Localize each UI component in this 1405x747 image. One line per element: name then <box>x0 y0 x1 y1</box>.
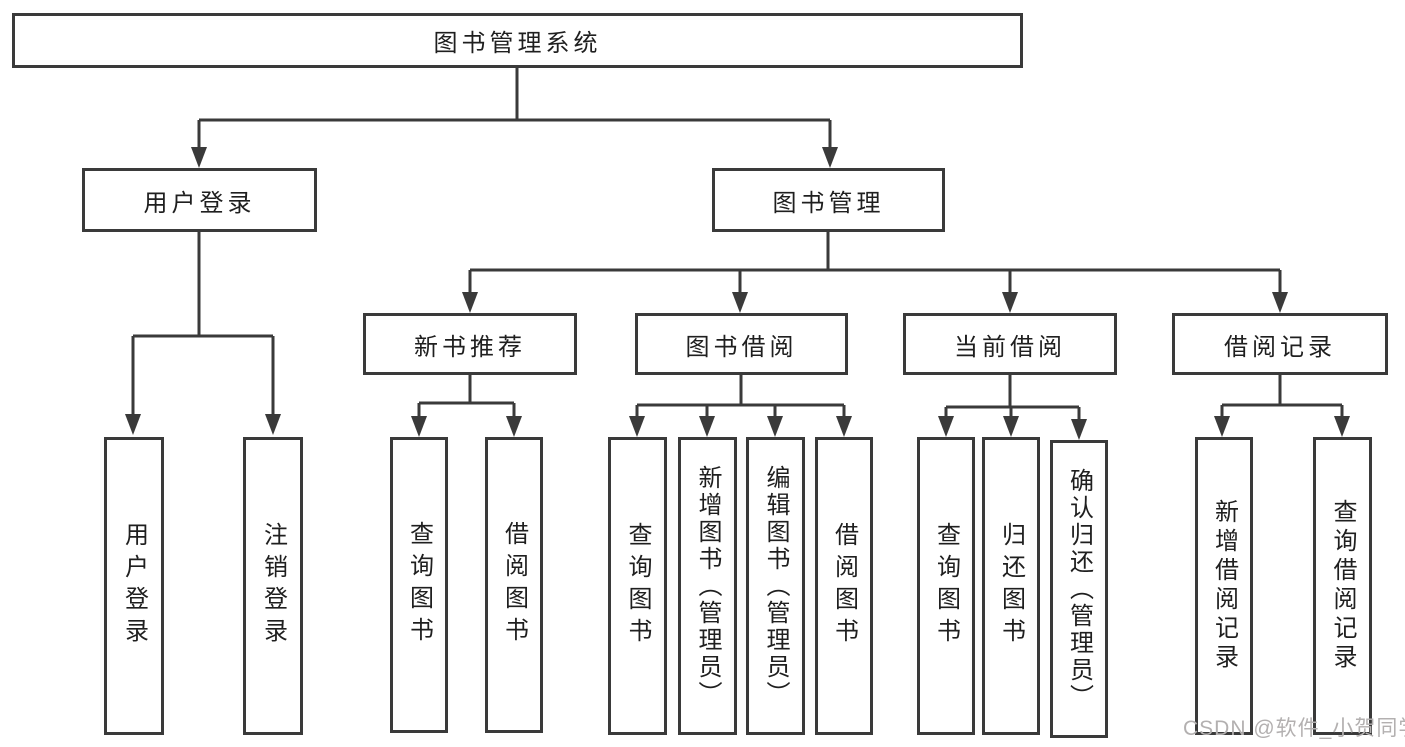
leaf-borrow-books-borrow: 借阅图书 <box>815 437 873 735</box>
leaf-add-book-admin: 新增图书（管理员） <box>678 437 737 735</box>
leaf-return-book-label: 归还图书 <box>997 522 1025 650</box>
leaf-query-borrow-record-label: 查询借阅记录 <box>1329 499 1356 673</box>
leaf-add-borrow-record-label: 新增借阅记录 <box>1210 499 1238 673</box>
leaf-borrow-books-borrow-label: 借阅图书 <box>830 522 858 650</box>
leaf-confirm-return-admin: 确认归还（管理员） <box>1050 440 1108 738</box>
node-borrow-records-label: 借阅记录 <box>1224 333 1336 361</box>
node-root-label: 图书管理系统 <box>433 30 602 57</box>
leaf-query-borrow-record: 查询借阅记录 <box>1313 437 1372 735</box>
leaf-query-books-borrow: 查询图书 <box>608 437 667 735</box>
leaf-add-book-admin-label: 新增图书（管理员） <box>694 464 721 708</box>
leaf-edit-book-admin-label: 编辑图书（管理员） <box>762 464 789 708</box>
node-user-login: 用户登录 <box>82 168 317 232</box>
node-new-book-recommend: 新书推荐 <box>363 313 577 375</box>
leaf-add-borrow-record: 新增借阅记录 <box>1195 437 1253 735</box>
leaf-query-books-current: 查询图书 <box>917 437 975 735</box>
leaf-logout-label: 注销登录 <box>259 522 287 650</box>
leaf-confirm-return-admin-label: 确认归还（管理员） <box>1065 467 1093 711</box>
node-user-login-label: 用户登录 <box>143 189 256 217</box>
leaf-logout: 注销登录 <box>243 437 303 735</box>
node-book-management: 图书管理 <box>712 168 945 232</box>
leaf-edit-book-admin: 编辑图书（管理员） <box>746 437 805 735</box>
node-borrow-records: 借阅记录 <box>1172 313 1388 375</box>
node-root: 图书管理系统 <box>12 13 1023 68</box>
node-current-borrow-label: 当前借阅 <box>954 333 1066 361</box>
node-book-borrow-label: 图书借阅 <box>685 333 798 361</box>
leaf-query-books-current-label: 查询图书 <box>932 522 960 650</box>
node-current-borrow: 当前借阅 <box>903 313 1117 375</box>
node-new-book-recommend-label: 新书推荐 <box>414 333 526 361</box>
leaf-query-books-recommend: 查询图书 <box>390 437 448 733</box>
leaf-return-book: 归还图书 <box>982 437 1040 735</box>
leaf-user-login: 用户登录 <box>104 437 164 735</box>
node-book-management-label: 图书管理 <box>772 189 885 217</box>
leaf-borrow-books-recommend: 借阅图书 <box>485 437 543 733</box>
node-book-borrow: 图书借阅 <box>635 313 848 375</box>
leaf-query-books-borrow-label: 查询图书 <box>624 522 651 650</box>
csdn-watermark: CSDN @软件_小贺同学 <box>1183 717 1405 740</box>
leaf-user-login-label: 用户登录 <box>120 522 148 650</box>
leaf-borrow-books-recommend-label: 借阅图书 <box>500 521 528 649</box>
leaf-query-books-recommend-label: 查询图书 <box>405 521 433 649</box>
